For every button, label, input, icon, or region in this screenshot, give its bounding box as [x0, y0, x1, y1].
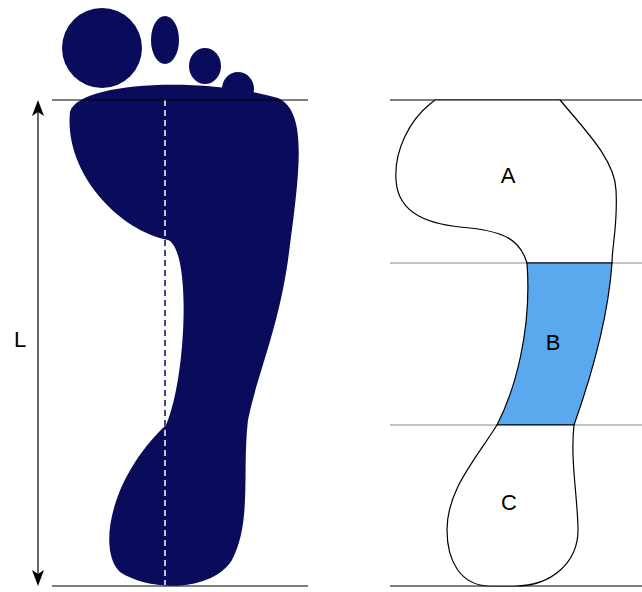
- forefoot-region: A: [390, 96, 622, 268]
- region-letter: B: [546, 332, 561, 354]
- heel-region: C: [440, 420, 585, 590]
- region-shape: [497, 263, 612, 425]
- footprint-sole: [70, 85, 299, 586]
- arrowhead: [32, 570, 44, 586]
- axis-line: [164, 100, 166, 586]
- toe: [222, 72, 254, 106]
- toe: [62, 8, 142, 88]
- region-letter: C: [501, 492, 517, 514]
- region-shape: [396, 100, 617, 263]
- region-shape: [447, 425, 578, 586]
- toe: [151, 16, 179, 64]
- dimension-label: L: [14, 329, 26, 351]
- reference-line: [52, 99, 308, 100]
- toe: [189, 48, 221, 84]
- midfoot-region: B: [490, 258, 618, 430]
- dimension-line: [37, 108, 38, 578]
- axis-line: [164, 100, 166, 586]
- reference-line: [52, 585, 308, 586]
- region-letter: A: [501, 165, 516, 187]
- toe: [249, 102, 283, 142]
- arrowhead: [32, 100, 44, 116]
